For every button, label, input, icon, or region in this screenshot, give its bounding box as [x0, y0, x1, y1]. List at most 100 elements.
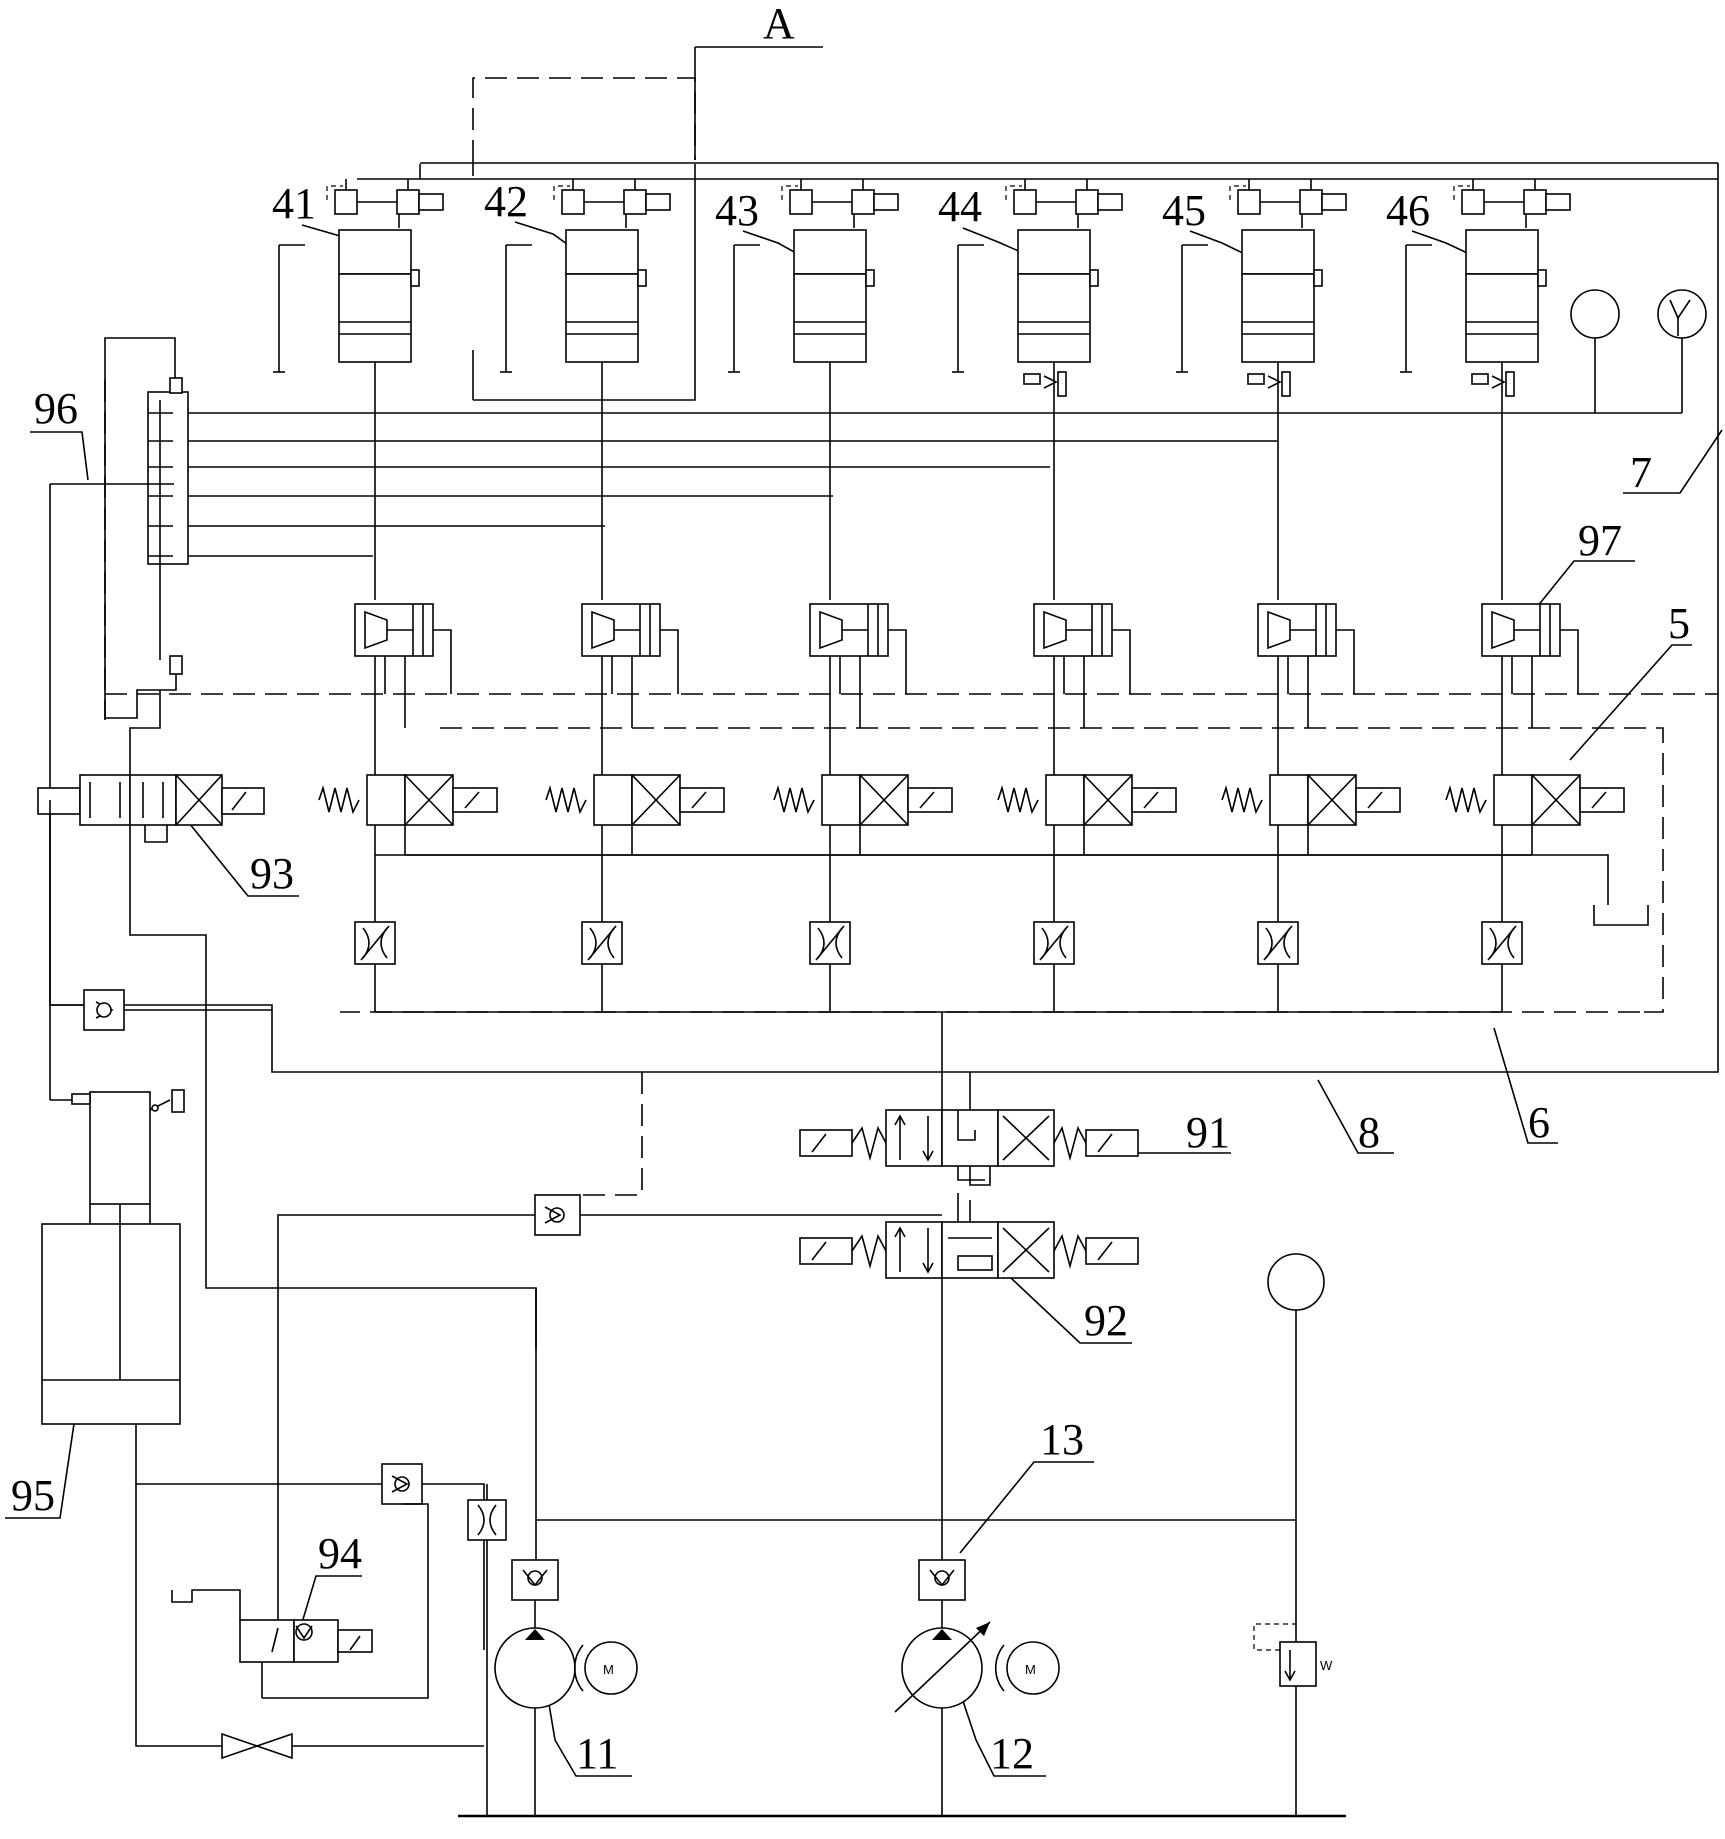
- c4-valve-solenoid-mark: [1143, 791, 1159, 809]
- c6-pilot-check-cone: [1491, 610, 1515, 650]
- c3-cylinder-head: [793, 229, 867, 275]
- c6-pilot-check-control: [1560, 629, 1579, 694]
- c4-top-valve-left: [1013, 189, 1037, 215]
- c5-flow-arrow: [1263, 925, 1293, 961]
- c1-valve-solenoid: [452, 787, 498, 813]
- c5-valve-solenoid-mark: [1367, 791, 1383, 809]
- c5-sensor-target: [1247, 373, 1265, 385]
- pilot-lines: [105, 693, 1718, 1196]
- c6-top-valve-left: [1461, 189, 1485, 215]
- c2-top-valve-right: [623, 189, 647, 215]
- signal-bus: [173, 289, 1707, 557]
- c5-cylinder-body: [1241, 273, 1315, 363]
- c3-top-valve-left: [789, 189, 813, 215]
- label-95: 95: [11, 1471, 55, 1520]
- label-44: 44: [938, 182, 982, 231]
- c4-top-valve-right: [1075, 189, 1099, 215]
- c6-cylinder-head: [1465, 229, 1539, 275]
- c1-port: [410, 269, 420, 287]
- shutoff-valve: [221, 1732, 484, 1760]
- c6-sensor-target: [1471, 373, 1489, 385]
- c5-pilot-check-control: [1336, 629, 1355, 694]
- c3-cylinder-body: [793, 273, 867, 363]
- c1-pilot-check-cone: [364, 610, 388, 650]
- motor-12-glyph: M: [1025, 1662, 1036, 1677]
- c3-valve-block-a: [821, 774, 861, 826]
- c6-valve-solenoid: [1579, 787, 1625, 813]
- c6-flow-arrow: [1487, 925, 1517, 961]
- c6-solenoid: [1545, 193, 1571, 211]
- c1-solenoid: [418, 193, 444, 211]
- c2-valve-solenoid: [679, 787, 725, 813]
- c3-pilot: [781, 185, 798, 200]
- c4-sensor-target: [1023, 373, 1041, 385]
- c4-sensor-arrow: [1043, 375, 1058, 389]
- c2-pilot-check-control: [660, 629, 679, 694]
- valve-92: [799, 1018, 1139, 1590]
- c6-sensor-arrow: [1491, 375, 1506, 389]
- label-97: 97: [1578, 516, 1622, 565]
- c2-valve-cross-2: [631, 774, 681, 826]
- check-valve-upper: [277, 1194, 942, 1630]
- c1-cylinder-head: [338, 229, 412, 275]
- c5-valve-cross-2: [1307, 774, 1357, 826]
- c5-sensor-arrow: [1267, 375, 1282, 389]
- label-5: 5: [1668, 599, 1690, 648]
- c2-pilot: [553, 185, 570, 200]
- c1-flow-arrow: [360, 925, 390, 961]
- relief-valve: W: [1253, 1253, 1333, 1815]
- label-94: 94: [318, 1529, 362, 1578]
- c4-valve-spring: [997, 785, 1039, 815]
- label-13: 13: [1040, 1415, 1084, 1464]
- c1-top-valve-right: [396, 189, 420, 215]
- c5-top-valve-left: [1237, 189, 1261, 215]
- c1-cylinder-body: [338, 273, 412, 363]
- label-41: 41: [272, 179, 316, 228]
- c2-pilot-check-cone: [591, 610, 615, 650]
- c4-valve-solenoid: [1131, 787, 1177, 813]
- c2-top-valve-left: [561, 189, 585, 215]
- pump-12-group: M: [894, 1559, 1060, 1815]
- c6-valve-spring: [1445, 785, 1487, 815]
- label-43: 43: [715, 186, 759, 235]
- c5-valve-block-a: [1269, 774, 1309, 826]
- c6-top-valve-right: [1523, 189, 1547, 215]
- c6-valve-cross-2: [1531, 774, 1581, 826]
- c1-pilot: [326, 185, 343, 200]
- c5-valve-spring: [1221, 785, 1263, 815]
- c5-cylinder-head: [1241, 229, 1315, 275]
- c4-valve-cross-2: [1083, 774, 1133, 826]
- c3-valve-solenoid: [907, 787, 953, 813]
- c3-pilot-check-cone: [819, 610, 843, 650]
- c3-pilot-check-control: [888, 629, 907, 694]
- c4-pilot: [1005, 185, 1022, 200]
- c3-valve-spring: [773, 785, 815, 815]
- label-12: 12: [990, 1729, 1034, 1778]
- c5-sensor: [1281, 371, 1291, 397]
- pump-11-group: M: [467, 1288, 1296, 1815]
- c3-top-valve-right: [851, 189, 875, 215]
- c4-port: [1089, 269, 1099, 287]
- c1-valve-cross-2: [404, 774, 454, 826]
- motor-11-glyph: M: [603, 1662, 614, 1677]
- label-8: 8: [1358, 1108, 1380, 1157]
- c3-flow-arrow: [815, 925, 845, 961]
- label-11: 11: [576, 1729, 618, 1778]
- label-45: 45: [1162, 186, 1206, 235]
- c4-flow-arrow: [1039, 925, 1069, 961]
- c5-solenoid: [1321, 193, 1347, 211]
- c2-valve-solenoid-mark: [691, 791, 707, 809]
- c2-flow-arrow: [587, 925, 617, 961]
- c1-valve-spring: [318, 785, 360, 815]
- valve-93: [37, 690, 537, 1350]
- c6-valve-solenoid-mark: [1591, 791, 1607, 809]
- c4-cylinder-body: [1017, 273, 1091, 363]
- c1-pilot-check-control: [433, 629, 452, 694]
- accumulator-95: [41, 1089, 382, 1747]
- label-91: 91: [1186, 1108, 1230, 1157]
- label-92: 92: [1084, 1296, 1128, 1345]
- tank-symbol-right: [1593, 905, 1649, 926]
- c6-pilot: [1453, 185, 1470, 200]
- c4-pilot-check-control: [1112, 629, 1131, 694]
- c4-cylinder-head: [1017, 229, 1091, 275]
